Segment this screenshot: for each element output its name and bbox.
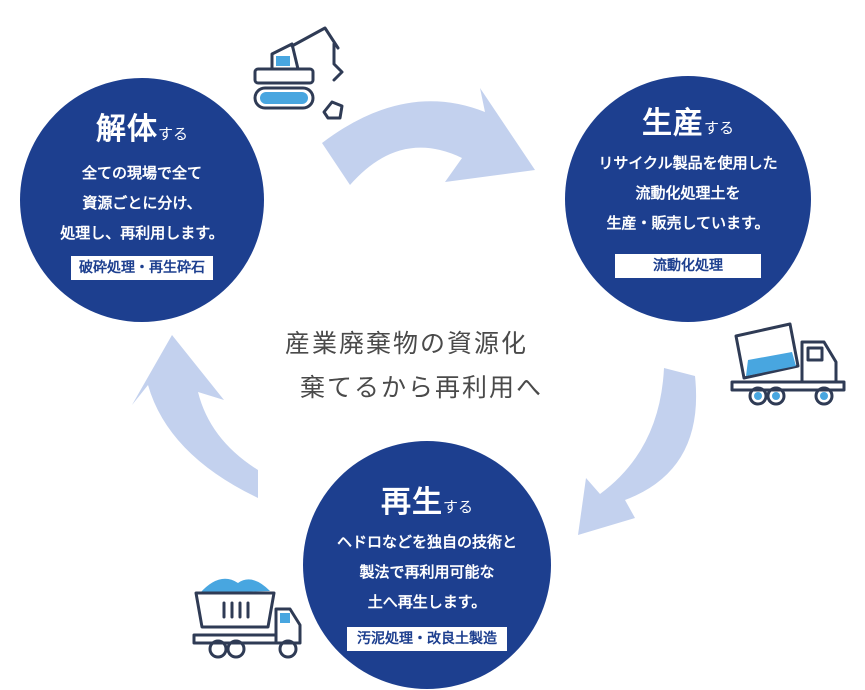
node-seisan-title-main: 生産: [641, 106, 704, 141]
arrow-saisei-to-kaitai: [132, 335, 258, 498]
node-saisei-badge: 汚泥処理・改良土製造: [347, 627, 507, 651]
node-seisan: 生産する リサイクル製品を使用した 流動化処理土を 生産・販売しています。 流動…: [565, 76, 811, 322]
node-kaitai-badge: 破砕処理・再生砕石: [71, 256, 213, 280]
node-kaitai-line: 処理し、再利用します。: [60, 224, 224, 242]
node-seisan-line: 生産・販売しています。: [606, 214, 770, 232]
arrow-seisan-to-saisei: [578, 368, 697, 535]
mixer-truck-icon: [730, 322, 846, 406]
node-kaitai-line: 資源ごとに分け、: [82, 194, 202, 212]
node-kaitai-title: 解体する: [20, 104, 264, 148]
node-kaitai-title-suffix: する: [157, 125, 188, 143]
node-saisei-title-suffix: する: [442, 498, 473, 516]
center-subheading: 棄てるから再利用へ: [300, 373, 544, 402]
node-seisan-line: リサイクル製品を使用した: [598, 154, 778, 172]
node-saisei-title-main: 再生: [380, 485, 443, 520]
node-saisei: 再生する ヘドロなどを独自の技術と 製法で再利用可能な 土へ再生します。 汚泥処…: [303, 441, 551, 689]
node-seisan-description: リサイクル製品を使用した 流動化処理土を 生産・販売しています。: [565, 148, 811, 238]
arrow-kaitai-to-seisan: [322, 88, 535, 185]
node-seisan-badge: 流動化処理: [615, 254, 761, 278]
node-kaitai-line: 全ての現場で全て: [81, 164, 202, 182]
node-kaitai-title-main: 解体: [95, 112, 158, 147]
center-heading: 産業廃棄物の資源化: [285, 329, 529, 358]
node-seisan-title-suffix: する: [703, 119, 734, 137]
node-saisei-line: 製法で再利用可能な: [359, 563, 495, 581]
node-kaitai-description: 全ての現場で全て 資源ごとに分け、 処理し、再利用します。: [20, 158, 264, 248]
node-saisei-line: ヘドロなどを独自の技術と: [336, 533, 517, 551]
node-seisan-title: 生産する: [565, 98, 811, 142]
dump-truck-icon: [192, 578, 302, 659]
node-seisan-line: 流動化処理土を: [635, 184, 741, 202]
node-saisei-line: 土へ再生します。: [367, 593, 487, 611]
node-saisei-description: ヘドロなどを独自の技術と 製法で再利用可能な 土へ再生します。: [303, 527, 551, 617]
node-kaitai: 解体する 全ての現場で全て 資源ごとに分け、 処理し、再利用します。 破砕処理・…: [20, 78, 264, 322]
excavator-icon: [253, 26, 344, 120]
node-saisei-title: 再生する: [303, 477, 551, 521]
